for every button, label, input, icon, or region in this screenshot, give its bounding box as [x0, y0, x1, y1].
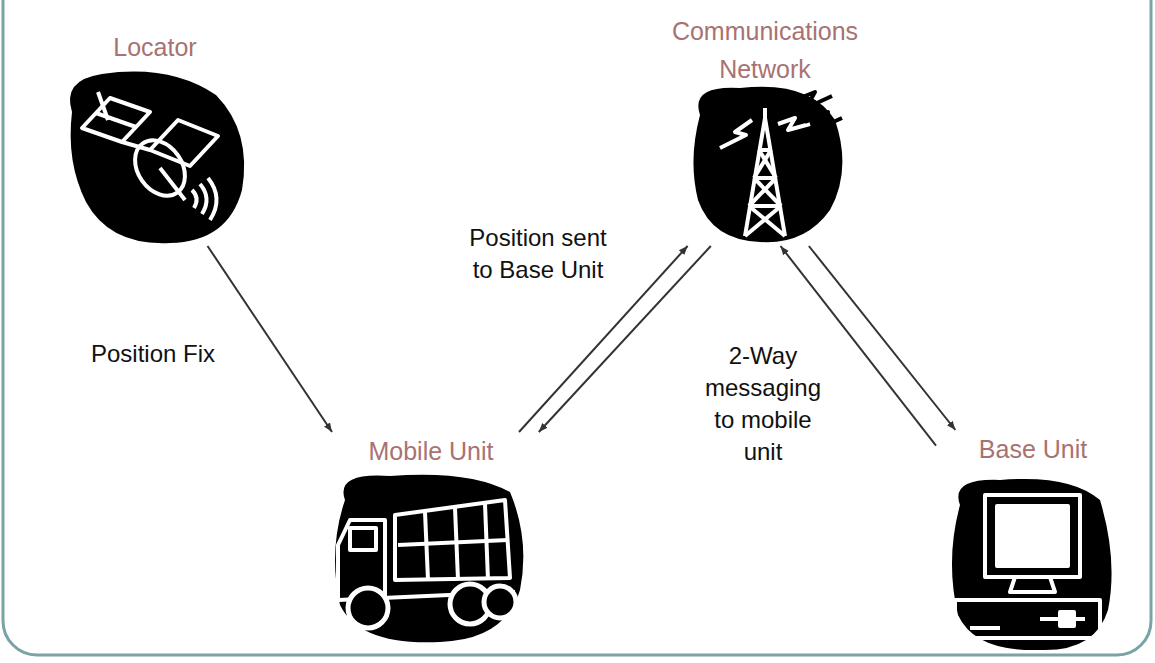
node-title: Base Unit	[936, 430, 1130, 468]
network-node: Communications Network	[636, 12, 894, 246]
truck-icon	[335, 475, 523, 643]
node-title: Locator	[54, 28, 256, 66]
frame-border	[3, 0, 1151, 655]
mobile-node: Mobile Unit	[321, 432, 541, 646]
edge-label: Position sent to Base Unit	[455, 222, 621, 286]
computer-icon	[952, 479, 1112, 650]
base-node: Base Unit	[936, 430, 1130, 654]
satellite-icon	[70, 72, 244, 244]
node-title: Mobile Unit	[321, 432, 541, 470]
tower-icon	[693, 87, 842, 243]
locator-node: Locator	[54, 28, 256, 246]
node-title: Communications Network	[636, 12, 894, 88]
edge-label: Position Fix	[50, 338, 256, 370]
note-label: 2-Way messaging to mobile unit	[690, 340, 836, 468]
